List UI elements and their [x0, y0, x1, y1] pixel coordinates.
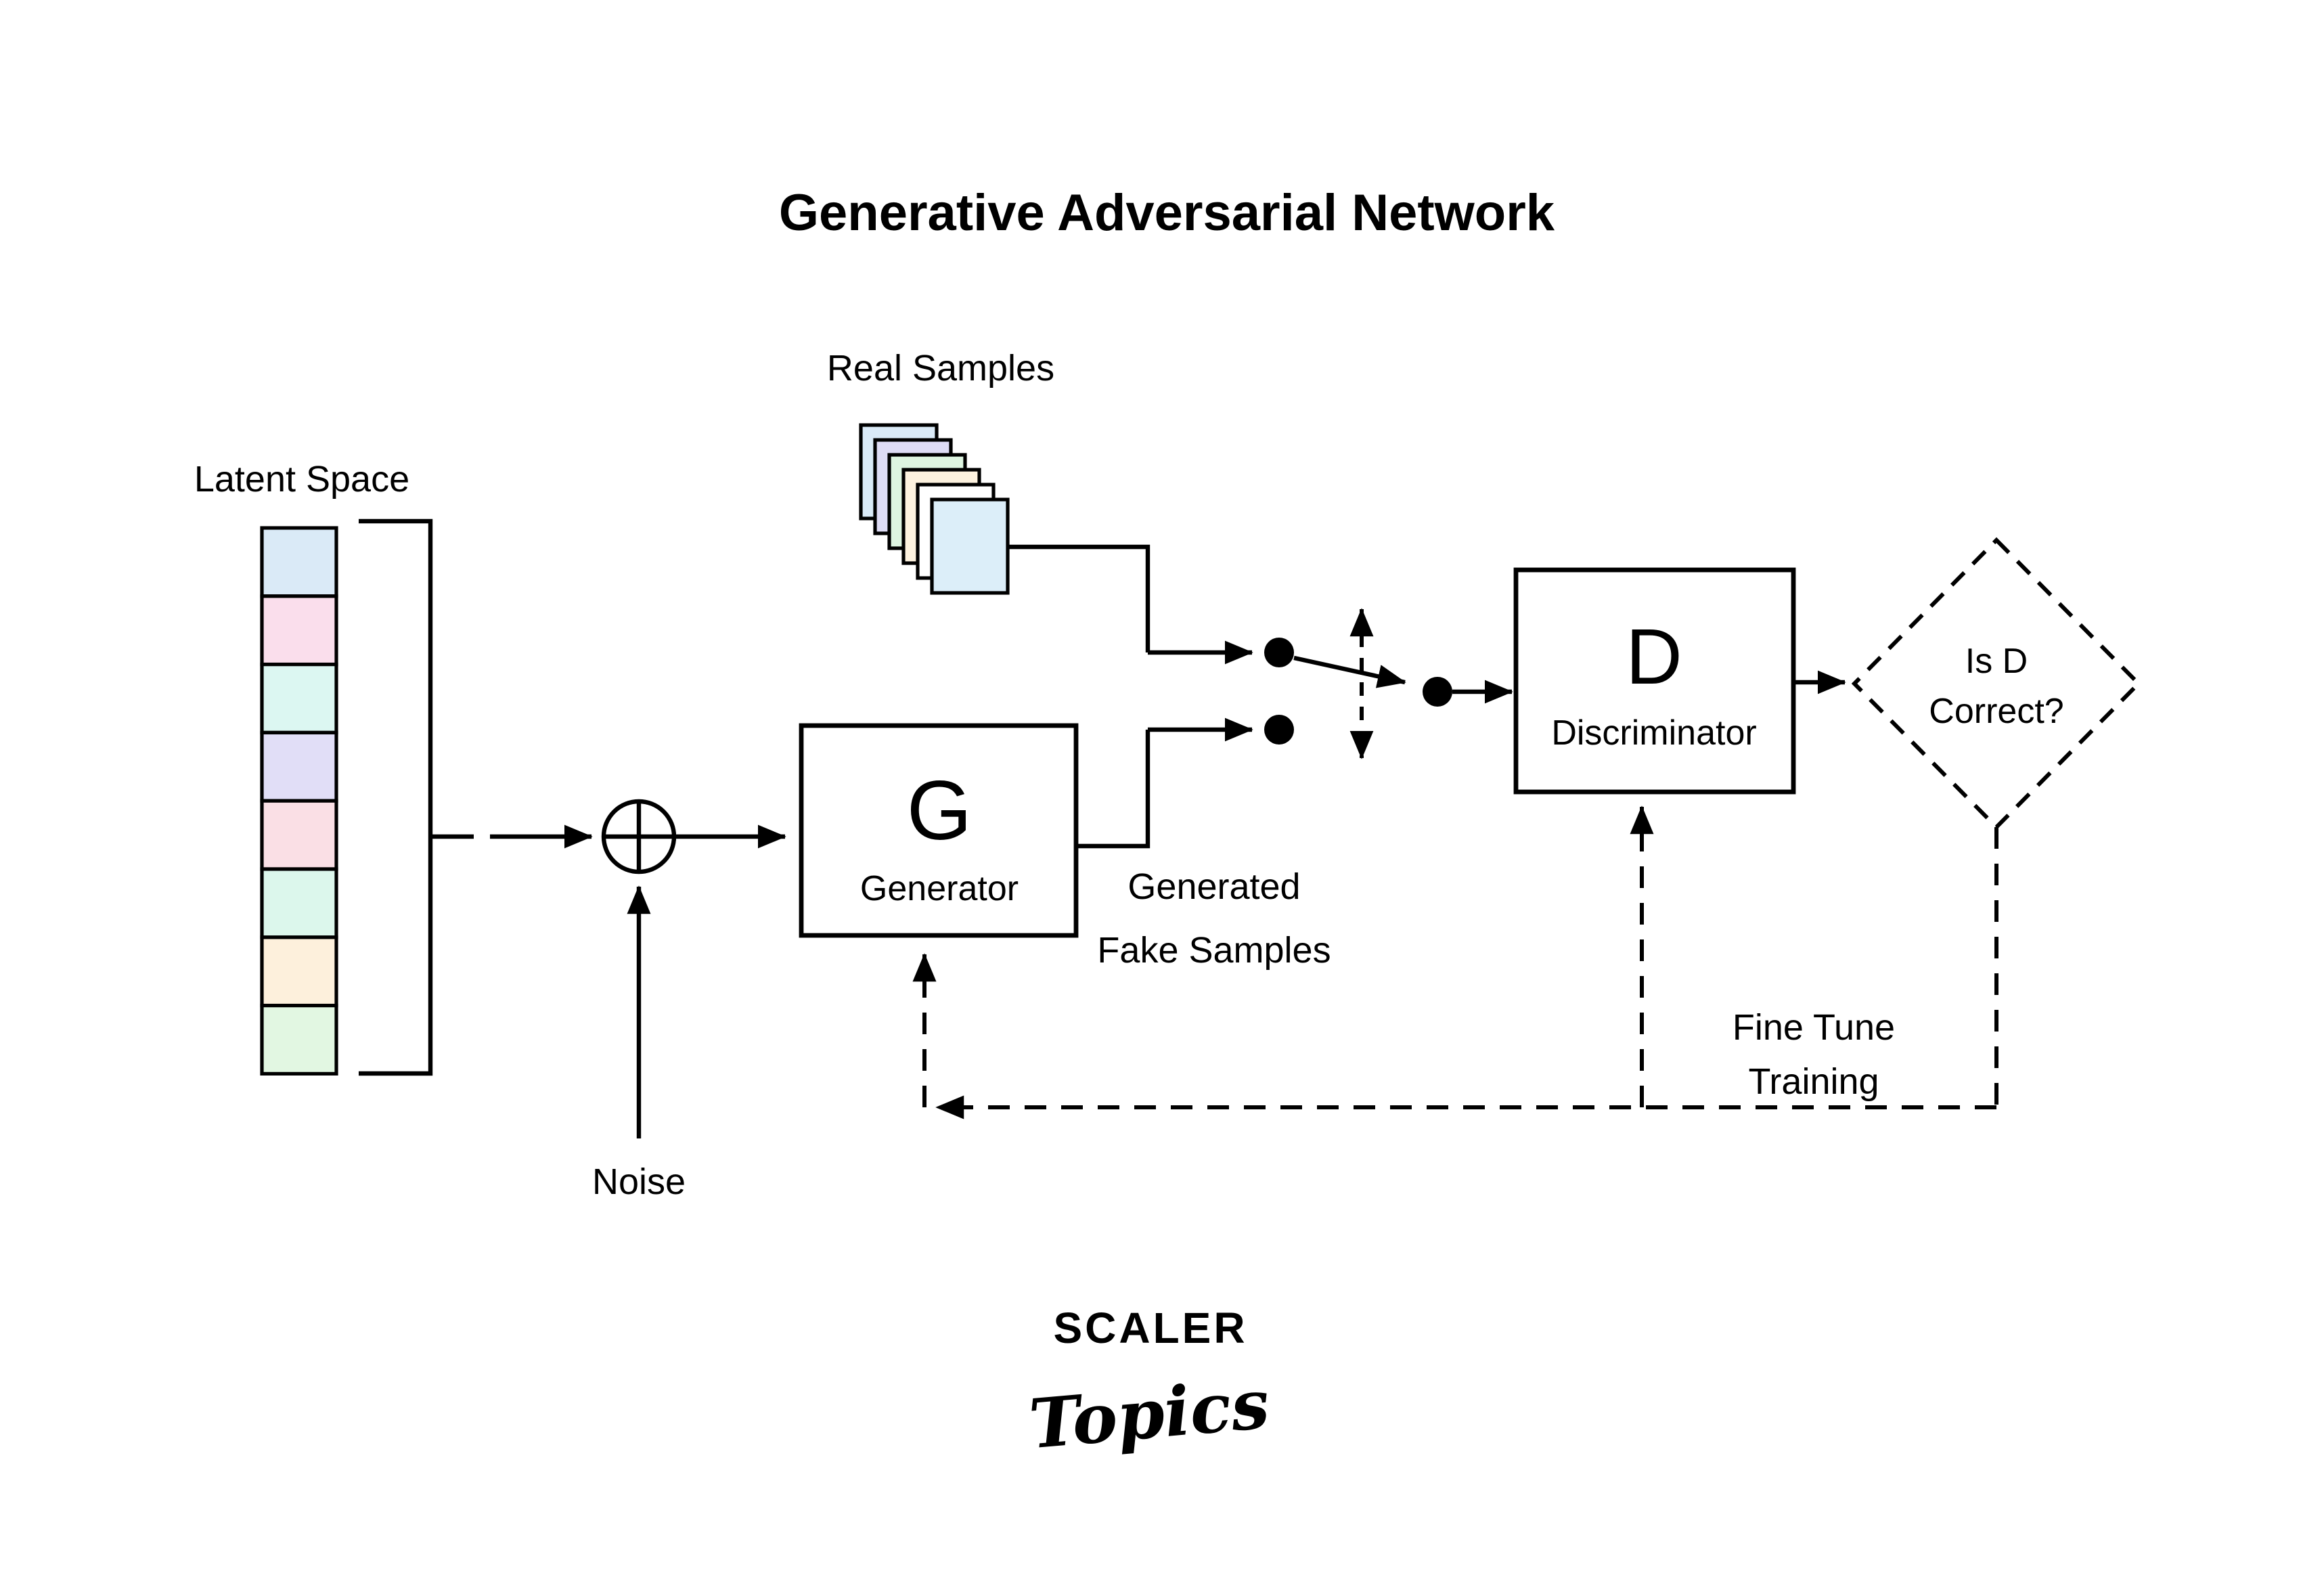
discriminator-label: Discriminator: [1551, 713, 1756, 753]
scaler-topics-logo: SCALER Topics: [1026, 1304, 1272, 1464]
latent-cell: [260, 526, 338, 598]
switch-output-dot: [1423, 677, 1452, 707]
latent-space-column: [260, 526, 338, 1076]
switch-real-dot: [1264, 638, 1294, 667]
generated-fake-samples-label-line2: Fake Samples: [1097, 930, 1331, 971]
fine-tune-label-line1: Fine Tune: [1733, 1007, 1895, 1048]
sample-switch: [1264, 608, 1452, 759]
switch-wiper-arrow: [1293, 655, 1406, 688]
generator-box: G Generator: [799, 723, 1079, 938]
generator-symbol: G: [907, 764, 972, 858]
real-samples-label: Real Samples: [827, 348, 1054, 389]
real-samples-stack: [859, 423, 1010, 595]
logo-brand-text: SCALER: [1053, 1304, 1247, 1352]
fake-samples-line: [1076, 730, 1150, 849]
latent-cell: [260, 867, 338, 939]
plus-circle-icon: [601, 799, 677, 874]
fine-tune-label-line2: Training: [1748, 1061, 1879, 1102]
real-samples-line: [1007, 544, 1150, 652]
decision-diamond: Is D Correct?: [1851, 537, 2142, 830]
discriminator-box: D Discriminator: [1513, 567, 1796, 795]
discriminator-symbol: D: [1626, 613, 1682, 701]
real-sample-card: [930, 497, 1010, 595]
switch-fake-dot: [1264, 715, 1294, 745]
decision-label-line1: Is D: [1965, 642, 2028, 681]
generated-fake-samples-label-line1: Generated: [1127, 866, 1300, 907]
generator-label: Generator: [860, 869, 1019, 908]
latent-cell: [260, 662, 338, 734]
latent-cell: [260, 935, 338, 1008]
diagram-title: Generative Adversarial Network: [779, 184, 1555, 242]
noise-label: Noise: [592, 1161, 686, 1202]
latent-space-bracket: [359, 518, 433, 1076]
logo-word-text: Topics: [1026, 1364, 1272, 1464]
fine-tune-feedback-path: [912, 805, 1998, 1120]
latent-cell: [260, 799, 338, 871]
latent-cell: [260, 594, 338, 667]
decision-label-line2: Correct?: [1929, 692, 2063, 731]
latent-cell: [260, 1003, 338, 1076]
latent-space-label: Latent Space: [194, 459, 409, 500]
latent-cell: [260, 730, 338, 803]
